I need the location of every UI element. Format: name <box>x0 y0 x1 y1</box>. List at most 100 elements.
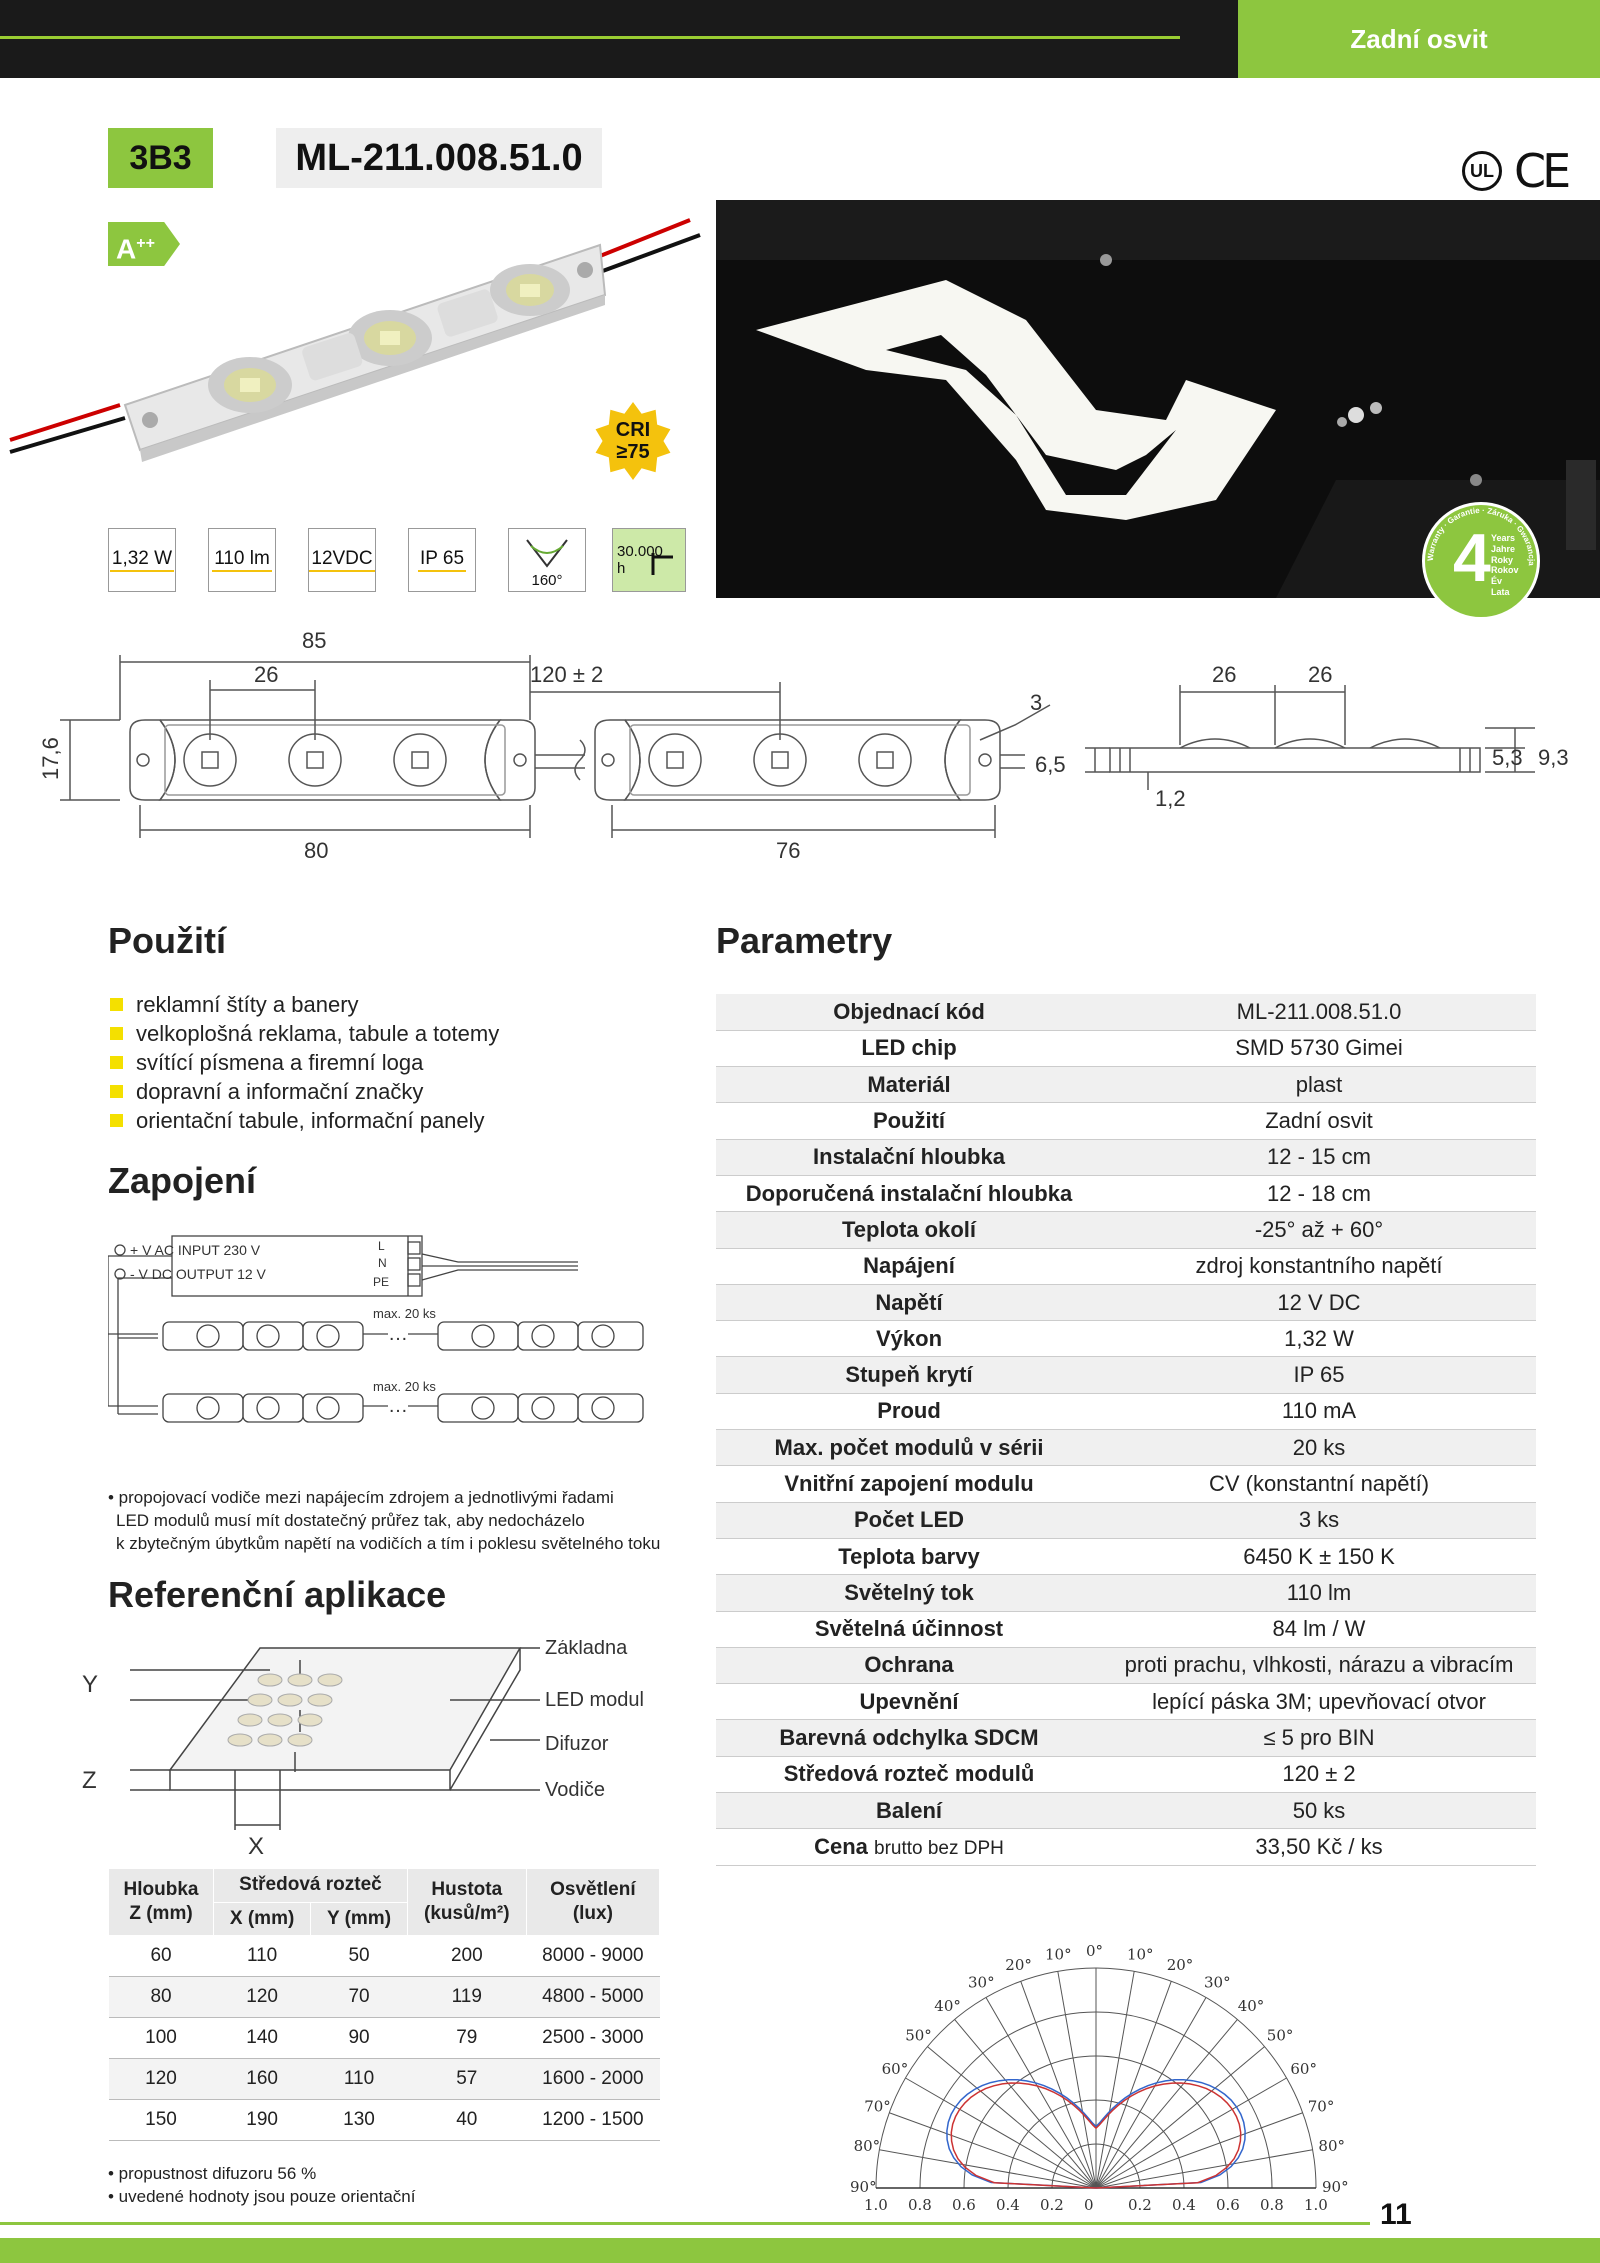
param-key: Stupeň krytí <box>716 1356 1102 1394</box>
model-number: ML-211.008.51.0 <box>276 128 602 188</box>
list-item: velkoplošná reklama, tabule a totemy <box>110 1019 499 1048</box>
ref-label-diffuser: Difuzor <box>545 1733 609 1755</box>
angle-label: 90° <box>850 2178 877 2196</box>
param-key: Vnitřní zapojení modulu <box>716 1465 1102 1503</box>
wiring-max-label: max. 20 ks <box>373 1306 436 1321</box>
col-density: Hustota (kusů/m²) <box>406 1867 527 1937</box>
angle-label: 40° <box>1238 1997 1265 2015</box>
param-key: Barevná odchylka SDCM <box>716 1719 1102 1757</box>
ce-mark-icon: CE <box>1514 144 1571 198</box>
param-key: Napětí <box>716 1284 1102 1322</box>
param-value: 12 V DC <box>1102 1284 1536 1322</box>
param-value: 120 ± 2 <box>1102 1756 1536 1794</box>
scale-label: 0.8 <box>908 2196 932 2214</box>
param-value: IP 65 <box>1102 1356 1536 1394</box>
warranty-years: 4 <box>1453 520 1491 596</box>
led-module-image <box>9 218 701 462</box>
param-key: Použití <box>716 1102 1102 1140</box>
page-number: 11 <box>1380 2198 1412 2231</box>
param-key: Instalační hloubka <box>716 1139 1102 1176</box>
angle-label: 80° <box>854 2137 881 2155</box>
param-key: Napájení <box>716 1248 1102 1285</box>
angle-label: 50° <box>905 2026 932 2044</box>
wiring-input-label: + V AC INPUT 230 V <box>130 1242 261 1258</box>
spec-voltage: 12VDC <box>308 528 376 592</box>
ref-label-wires: Vodiče <box>545 1779 605 1801</box>
dim-width: 80 <box>304 838 328 860</box>
price-key: Cena brutto bez DPH <box>716 1828 1102 1866</box>
list-item: svítící písmena a firemní loga <box>110 1048 499 1077</box>
svg-text:PE: PE <box>373 1275 389 1289</box>
spec-beam-angle: 160° <box>508 528 586 592</box>
dim-spacing: 120 ± 2 <box>530 662 603 687</box>
top-accent-line <box>0 36 1180 39</box>
certifications: UL CE <box>1462 144 1571 198</box>
param-key: Světelný tok <box>716 1574 1102 1612</box>
param-value: 12 - 15 cm <box>1102 1139 1536 1176</box>
param-key: Objednací kód <box>716 994 1102 1031</box>
product-code: 3B3 <box>108 128 213 188</box>
param-key: LED chip <box>716 1030 1102 1068</box>
ref-label-base: Základna <box>545 1640 628 1659</box>
scale-label: 0.2 <box>1040 2196 1064 2214</box>
wiring-title: Zapojení <box>108 1160 257 1201</box>
param-value: -25° až + 60° <box>1102 1211 1536 1249</box>
usage-title: Použití <box>108 920 226 961</box>
scale-label: 0.4 <box>996 2196 1020 2214</box>
scale-label: 0.6 <box>952 2196 976 2214</box>
wiring-max-label: max. 20 ks <box>373 1379 436 1394</box>
light-distribution-diagram: 0°10°10°20°20°30°30°40°40°50°50°60°60°70… <box>850 1942 1349 2214</box>
param-value: 84 lm / W <box>1102 1611 1536 1648</box>
param-key: Proud <box>716 1393 1102 1431</box>
angle-label: 70° <box>1308 2097 1335 2115</box>
param-key: Teplota okolí <box>716 1211 1102 1249</box>
param-key: Ochrana <box>716 1647 1102 1685</box>
dim-h2: 5,3 <box>1492 745 1523 770</box>
dim-pitch: 26 <box>254 662 278 687</box>
angle-label: 90° <box>1322 2178 1349 2196</box>
svg-text:…: … <box>388 1395 408 1417</box>
angle-label: 70° <box>864 2097 891 2115</box>
list-item: orientační tabule, informační panely <box>110 1106 499 1135</box>
angle-label: 50° <box>1267 2026 1294 2044</box>
angle-label: 30° <box>1204 1974 1231 1992</box>
spec-ip: IP 65 <box>408 528 476 592</box>
param-value: proti prachu, vlhkosti, nárazu a vibrací… <box>1102 1647 1536 1685</box>
param-value: 110 mA <box>1102 1393 1536 1431</box>
dim-height: 17,6 <box>40 737 63 780</box>
beam-angle-icon <box>526 539 568 568</box>
dim-width2: 76 <box>776 838 800 860</box>
footer-bar <box>0 2238 1600 2263</box>
application-photo <box>716 200 1600 598</box>
param-key: Výkon <box>716 1320 1102 1358</box>
dim-total: 85 <box>302 628 326 653</box>
dim-thick: 3 <box>1030 690 1042 715</box>
section-tab: Zadní osvit <box>1238 0 1600 78</box>
param-value: 3 ks <box>1102 1502 1536 1539</box>
svg-text:Z: Z <box>82 1767 97 1794</box>
wiring-output-label: - V DC OUTPUT 12 V <box>130 1266 267 1282</box>
param-key: Počet LED <box>716 1502 1102 1539</box>
param-key: Balení <box>716 1792 1102 1830</box>
parameters-title: Parametry <box>716 920 893 961</box>
energy-class-badge: A++ <box>108 222 180 266</box>
dim-h3: 9,3 <box>1538 745 1569 770</box>
angle-label: 80° <box>1318 2137 1345 2155</box>
